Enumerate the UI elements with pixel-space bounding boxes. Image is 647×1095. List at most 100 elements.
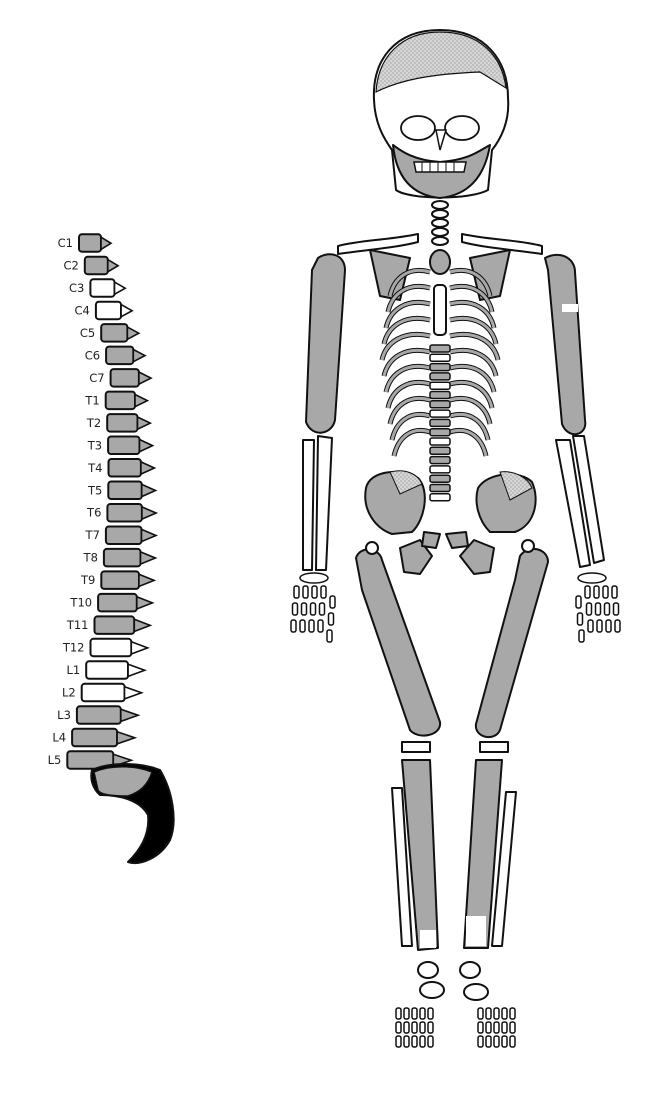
vertebra-body-c3 — [90, 279, 114, 297]
vertebra-process-c2 — [108, 260, 118, 272]
vertebra-label-t3: T3 — [87, 438, 102, 452]
left-phalanx — [300, 620, 305, 632]
vertebra-process-t11 — [134, 619, 150, 631]
vertebra-label-t5: T5 — [87, 483, 102, 497]
right-femoral-head — [522, 540, 534, 552]
vertebra-process-l3 — [121, 709, 138, 721]
vertebra-body-t7 — [106, 527, 142, 545]
right-knee-epiphysis — [480, 742, 508, 752]
front-vertebra-7 — [430, 401, 450, 408]
front-vertebra-10 — [430, 429, 450, 436]
left-phalanx — [293, 603, 298, 615]
front-vertebra-15 — [430, 475, 450, 482]
toe-phalanx — [478, 1036, 483, 1047]
toe-phalanx — [412, 1036, 417, 1047]
toe-phalanx — [428, 1036, 433, 1047]
right-phalanx — [585, 586, 590, 598]
vertebra-body-t1 — [106, 392, 135, 410]
vertebra-label-c4: C4 — [75, 303, 90, 317]
toe-phalanx — [404, 1008, 409, 1019]
vertebra-process-l1 — [128, 664, 145, 676]
vertebra-label-c3: C3 — [69, 281, 84, 295]
manubrium — [430, 250, 450, 274]
vertebra-body-t6 — [107, 504, 141, 522]
right-femur — [476, 549, 548, 737]
skull — [374, 30, 508, 198]
right-humerus — [545, 255, 585, 434]
left-phalanx — [302, 603, 307, 615]
right-pubis — [446, 532, 468, 548]
right-carpals — [578, 573, 606, 583]
toe-phalanx — [396, 1008, 401, 1019]
left-phalanx — [311, 603, 316, 615]
front-vertebral-bodies — [430, 345, 450, 501]
toe-phalanx — [412, 1008, 417, 1019]
toe-phalanx — [420, 1022, 425, 1033]
toe-phalanx — [404, 1036, 409, 1047]
skeleton-front-view — [291, 30, 620, 1047]
left-orbit — [401, 116, 435, 140]
toe-phalanx — [494, 1008, 499, 1019]
vertebral-column: C1C2C3C4C5C6C7T1T2T3T4T5T6T7T8T9T10T11T1… — [48, 234, 174, 863]
left-femoral-head — [366, 542, 378, 554]
front-vertebra-14 — [430, 466, 450, 473]
vertebra-process-t6 — [142, 507, 156, 519]
vertebra-body-t12 — [91, 639, 132, 657]
right-phalanx — [588, 620, 593, 632]
hand-bones — [291, 573, 620, 642]
toe-phalanx — [420, 1008, 425, 1019]
right-phalanx — [594, 586, 599, 598]
right-phalanx — [603, 586, 608, 598]
left-phalanx — [291, 620, 296, 632]
left-phalanx — [312, 586, 317, 598]
vertebra-label-c6: C6 — [85, 348, 100, 362]
right-phalanx — [605, 603, 610, 615]
front-vertebra-3 — [430, 364, 450, 371]
vertebra-label-t7: T7 — [85, 528, 100, 542]
toe-phalanx — [494, 1022, 499, 1033]
vertebra-label-l2: L2 — [62, 686, 76, 700]
vertebra-process-c5 — [127, 327, 138, 339]
vertebra-label-t2: T2 — [86, 416, 101, 430]
vertebra-label-t4: T4 — [87, 461, 102, 475]
vertebra-process-c4 — [121, 305, 132, 317]
left-phalanx — [318, 620, 323, 632]
left-phalanx — [320, 603, 325, 615]
toe-phalanx — [502, 1008, 507, 1019]
toe-phalanx — [396, 1022, 401, 1033]
vertebra-body-c7 — [111, 369, 139, 387]
front-vertebra-2 — [430, 354, 450, 361]
vertebra-label-t10: T10 — [69, 596, 92, 610]
right-phalanx — [576, 596, 581, 608]
left-ulna — [316, 436, 332, 570]
front-vertebra-12 — [430, 447, 450, 454]
left-phalanx — [330, 596, 335, 608]
vertebra-label-t8: T8 — [83, 551, 98, 565]
toe-phalanx — [412, 1022, 417, 1033]
front-vertebra-17 — [430, 494, 450, 501]
toe-phalanx — [502, 1036, 507, 1047]
vertebra-body-t3 — [108, 437, 139, 455]
vertebra-process-c1 — [101, 237, 111, 249]
right-phalanx — [615, 620, 620, 632]
toe-phalanx — [404, 1022, 409, 1033]
right-phalanx — [596, 603, 601, 615]
toe-phalanx — [502, 1022, 507, 1033]
front-vertebra-11 — [430, 438, 450, 445]
left-radius — [303, 440, 314, 570]
vertebra-body-c6 — [106, 347, 133, 365]
toe-phalanx — [510, 1036, 515, 1047]
vertebra-body-t8 — [104, 549, 141, 567]
left-phalanx — [303, 586, 308, 598]
vertebra-label-l3: L3 — [57, 708, 71, 722]
left-phalanx — [327, 630, 332, 642]
vertebra-body-t5 — [108, 482, 142, 500]
vertebra-process-t3 — [140, 440, 153, 452]
vertebra-body-t4 — [109, 459, 141, 477]
vertebra-label-c2: C2 — [63, 259, 78, 273]
vertebra-body-l4 — [72, 729, 117, 747]
vertebra-label-c1: C1 — [58, 236, 73, 250]
vertebra-process-t9 — [139, 574, 154, 586]
left-carpals — [300, 573, 328, 583]
right-humerus-gap — [562, 304, 578, 312]
